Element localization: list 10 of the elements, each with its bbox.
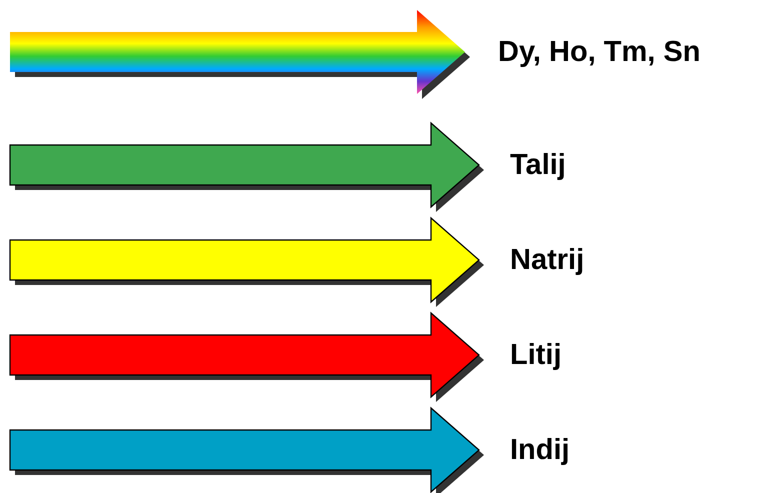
element-label: Natrij — [482, 243, 584, 277]
block-arrow — [10, 10, 470, 99]
block-arrow — [9, 216, 484, 307]
block-arrow — [9, 122, 484, 212]
element-label: Dy, Ho, Tm, Sn — [468, 35, 700, 69]
block-arrow — [9, 312, 484, 402]
element-label: Indij — [482, 433, 570, 467]
block-arrow — [9, 406, 484, 493]
element-label: Talij — [482, 148, 566, 182]
element-label: Litij — [482, 338, 562, 372]
